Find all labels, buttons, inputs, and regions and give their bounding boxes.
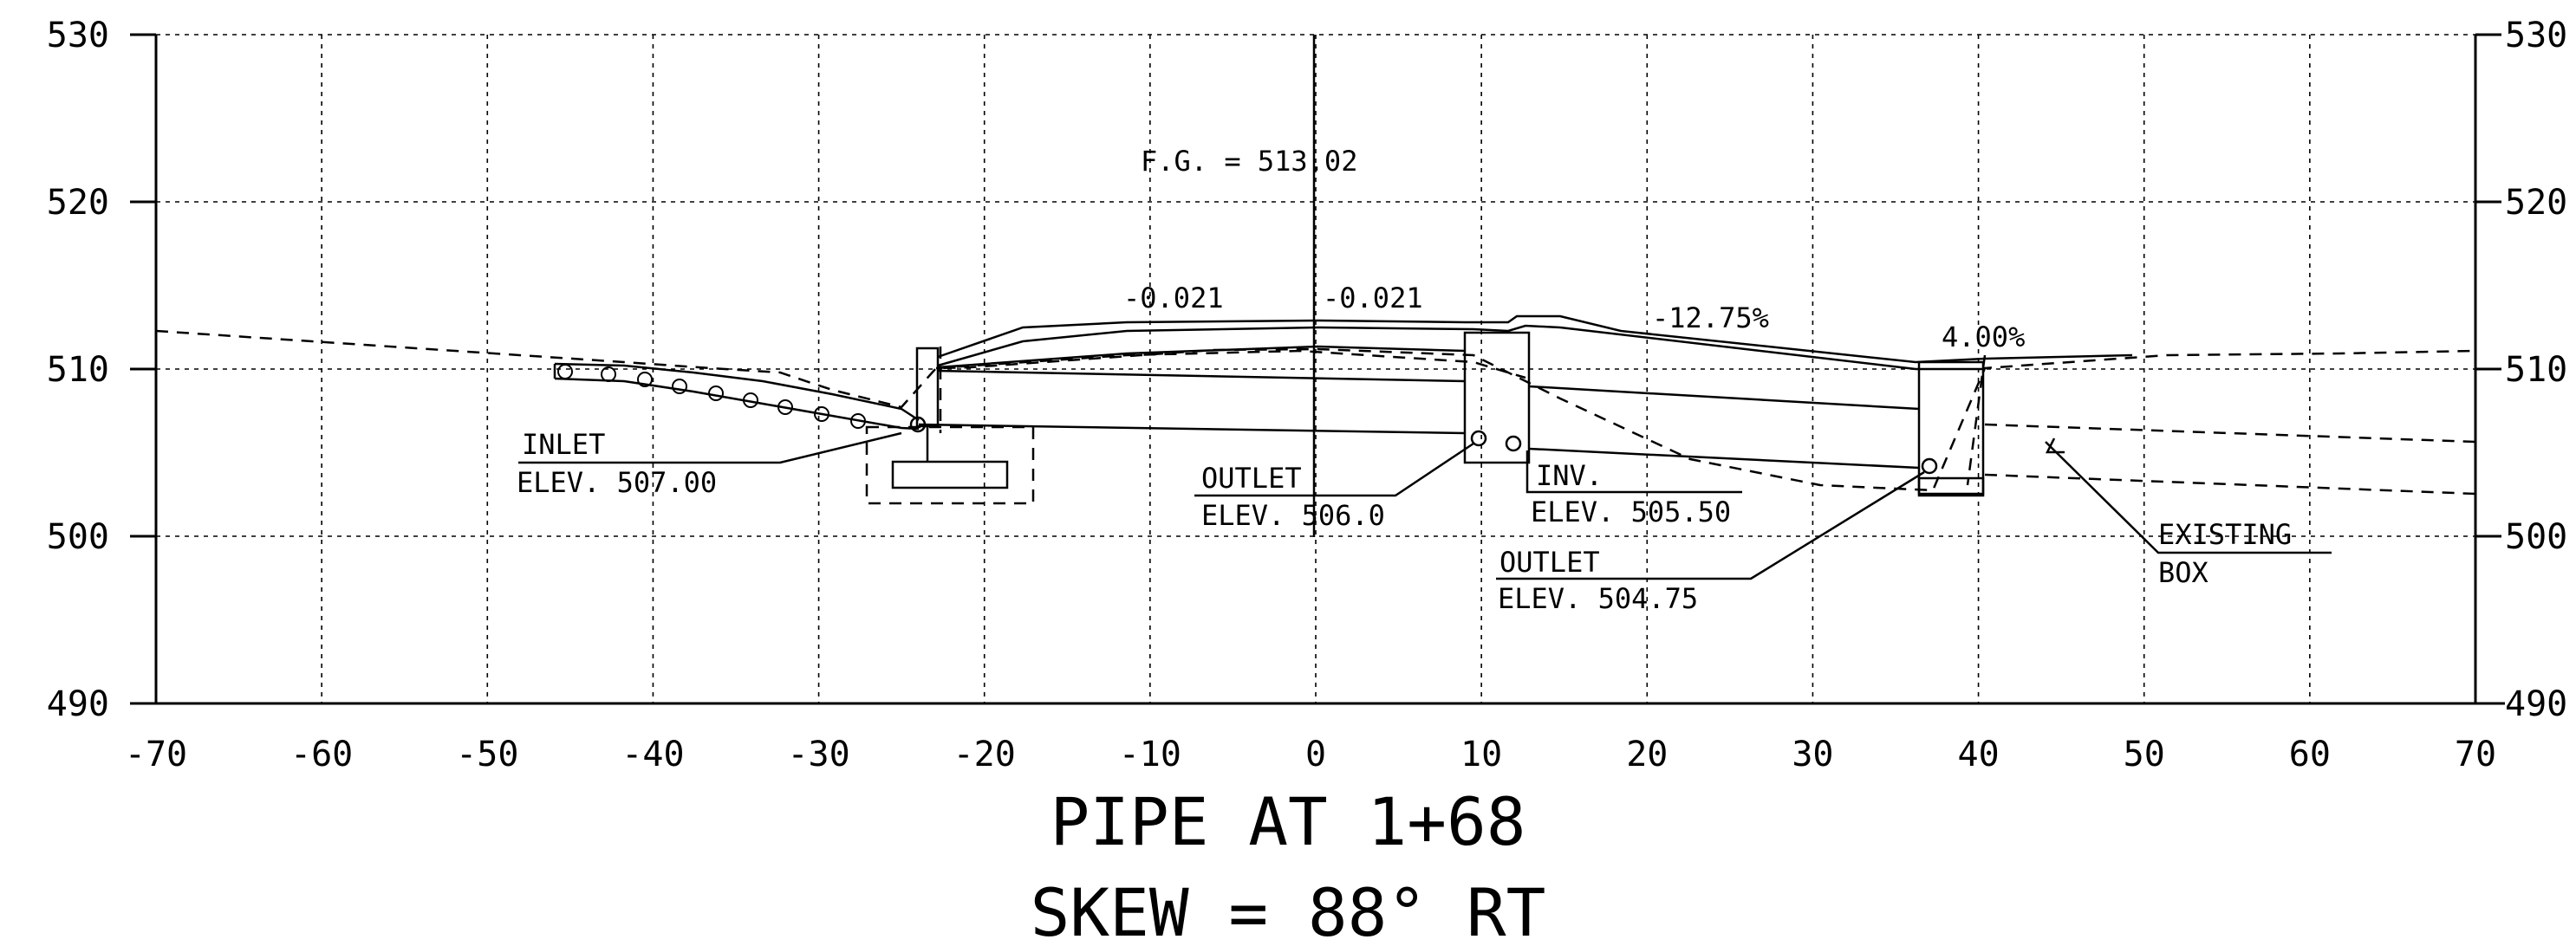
riprap-stone — [777, 399, 793, 415]
annotations: F.G. = 513.02 -0.021 -0.021 -12.75% 4.00… — [517, 145, 2292, 615]
existing-box-upper — [1984, 423, 2476, 444]
inlet-footing — [891, 460, 1009, 489]
y-tick-label-left: 490 — [47, 684, 109, 724]
outlet2-elev-label: ELEV. 504.75 — [1498, 582, 1698, 615]
slope-riprap-top — [554, 362, 920, 422]
existing-leader — [2045, 441, 2332, 554]
riprap-stone — [708, 386, 724, 401]
finished-grade-bottom — [937, 324, 1916, 371]
y-tick-label-left: 500 — [47, 517, 109, 557]
outlet-structure — [1917, 360, 1985, 497]
inlet-footing-outline — [865, 425, 1035, 505]
outlet-pipe-circle — [1470, 430, 1487, 447]
x-tick-label: 10 — [1460, 735, 1502, 774]
subgrade-line — [937, 345, 1466, 369]
outlet1-elev-label: ELEV. 506.0 — [1201, 499, 1385, 532]
x-tick-label: 50 — [2124, 735, 2165, 774]
drawing-subtitle: SKEW = 88° RT — [1031, 874, 1546, 946]
x-tick-labels: -70 -60 -50 -40 -30 -20 -10 0 10 20 30 40 50 60 70 — [125, 735, 2496, 774]
existing-box-lower — [1984, 473, 2476, 496]
x-tick-label: -50 — [456, 735, 518, 774]
y-tick-label-right: 530 — [2505, 16, 2567, 55]
y-tick-label-left: 530 — [47, 16, 109, 55]
x-tick-label: 0 — [1305, 735, 1326, 774]
riprap-stone — [637, 372, 653, 387]
inlet-pipe-circle — [909, 416, 927, 433]
grid-lines — [130, 33, 2501, 705]
existing-ground-line — [155, 329, 2476, 492]
inv-leader — [1525, 450, 1742, 494]
riprap-stone — [743, 392, 758, 408]
median-structure — [1463, 331, 1531, 464]
existing-ground-upper — [935, 349, 1526, 379]
outlet2-label: OUTLET — [1499, 546, 1600, 579]
leader-lines — [518, 35, 2332, 580]
x-tick-label: -60 — [290, 735, 353, 774]
inlet-leader — [518, 431, 902, 464]
y-tick-label-right: 510 — [2505, 350, 2567, 390]
y-tick-label-right: 490 — [2505, 684, 2567, 724]
existing-label: EXISTING — [2158, 518, 2292, 551]
riprap-stone — [557, 364, 573, 379]
x-tick-label: 70 — [2455, 735, 2496, 774]
inv-pipe-circle — [1505, 435, 1522, 452]
slope-right-label: -0.021 — [1323, 282, 1423, 314]
x-tick-label: 60 — [2289, 735, 2331, 774]
outlet1-label: OUTLET — [1201, 462, 1302, 495]
riprap-stones — [557, 364, 866, 429]
y-tick-label-right: 520 — [2505, 183, 2567, 223]
pipe-invert-line — [918, 423, 1466, 435]
slab-2 — [937, 369, 1466, 383]
x-tick-label: 40 — [1957, 735, 1999, 774]
proposed-grade — [553, 314, 2133, 497]
y-tick-label-left: 520 — [47, 183, 109, 223]
outlet2-leader — [1496, 470, 1925, 580]
riprap-stone — [814, 406, 829, 422]
slab-3 — [1528, 385, 1920, 411]
slope-left-label: -0.021 — [1123, 282, 1224, 314]
inlet-label: INLET — [522, 428, 605, 461]
y-tick-label-right: 500 — [2505, 517, 2567, 557]
y-tick-label-left: 510 — [47, 350, 109, 390]
x-tick-label: -70 — [125, 735, 187, 774]
outlet1-leader — [1194, 442, 1474, 497]
inlet-elev-label: ELEV. 507.00 — [517, 466, 717, 499]
x-tick-label: -40 — [621, 735, 684, 774]
x-tick-label: 20 — [1626, 735, 1668, 774]
fg-label: F.G. = 513.02 — [1141, 145, 1357, 178]
slope-end-label: 4.00% — [1942, 321, 2025, 353]
x-tick-label: -20 — [953, 735, 1016, 774]
x-tick-label: 30 — [1792, 735, 1833, 774]
riprap-stone — [672, 379, 687, 394]
drawing-title: PIPE AT 1+68 — [1050, 783, 1525, 860]
x-tick-label: -10 — [1119, 735, 1181, 774]
y-tick-labels: 490 490 500 500 510 510 520 520 530 530 — [47, 16, 2568, 724]
inv-elev-label: ELEV. 505.50 — [1531, 496, 1731, 528]
pipe-invert-line-2 — [1528, 447, 1920, 470]
slope-riprap-bottom — [554, 377, 920, 431]
riprap-stone — [850, 413, 866, 429]
x-tick-label: -30 — [787, 735, 849, 774]
existing-ground — [155, 329, 2476, 505]
inv-label: INV. — [1536, 459, 1603, 492]
end-wall-centerline — [1966, 354, 1987, 486]
box-label: BOX — [2158, 556, 2208, 589]
slope-steep-label: -12.75% — [1652, 301, 1769, 334]
existing-arrow — [2045, 437, 2065, 454]
riprap-stone — [601, 366, 616, 382]
end-slab — [1917, 476, 1985, 496]
outlet2-pipe-circle — [1921, 457, 1938, 475]
